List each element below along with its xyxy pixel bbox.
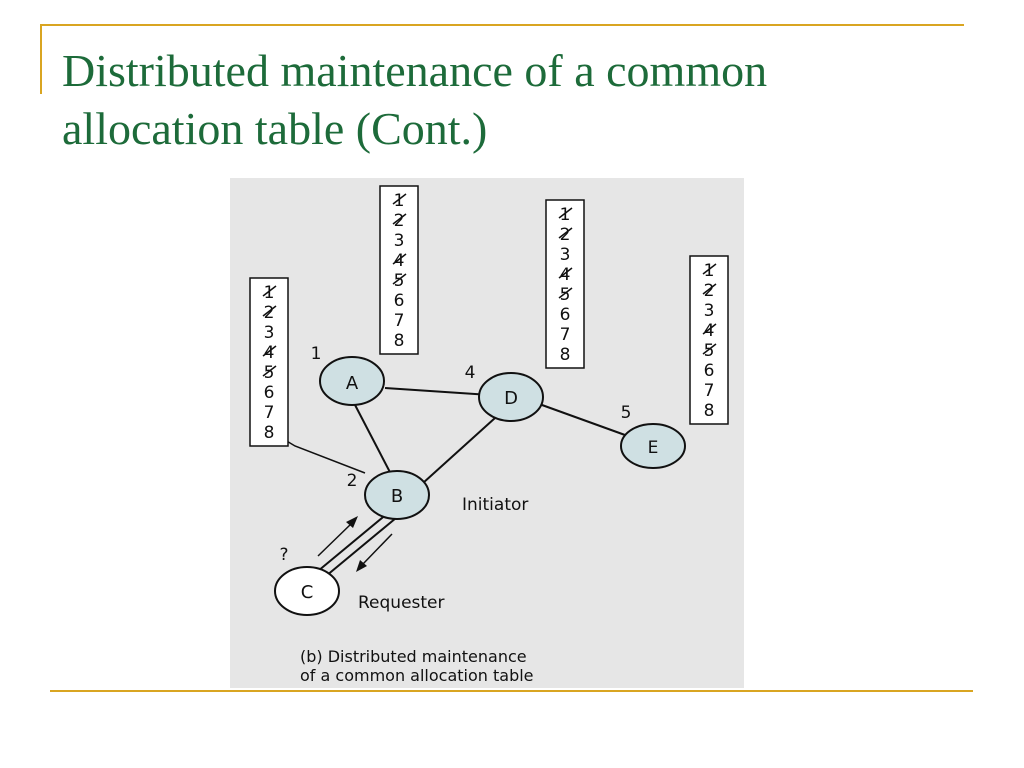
node-a: A 1	[311, 344, 385, 406]
table-entry: 4	[704, 321, 715, 341]
edge-b-c-1	[311, 512, 389, 577]
table-entry: 6	[560, 305, 571, 325]
table-entry: 4	[394, 251, 405, 271]
node-d: D 4	[465, 363, 544, 422]
node-b-number: 2	[347, 471, 358, 491]
top-rule	[40, 24, 964, 26]
edge-a-b	[353, 402, 394, 479]
node-e-number: 5	[621, 403, 632, 423]
table-entry: 3	[704, 301, 715, 321]
reply-arrowhead	[356, 560, 367, 572]
table-entry: 4	[560, 265, 571, 285]
strikeout-mark	[702, 323, 717, 335]
table-entry: 6	[264, 383, 275, 403]
table-entry: 2	[560, 225, 571, 245]
edge-d-b	[422, 417, 496, 484]
strikeout-mark	[392, 193, 407, 205]
table-entry: 3	[394, 231, 405, 251]
strikeout-mark	[558, 227, 573, 239]
table-entry: 7	[264, 403, 275, 423]
edge-a-d	[384, 387, 491, 396]
table-entry: 6	[704, 361, 715, 381]
initiator-label: Initiator	[462, 495, 528, 515]
table-entry: 8	[264, 423, 275, 443]
strikeout-mark	[262, 365, 277, 377]
table-entry: 1	[704, 261, 715, 281]
table-entry: 7	[394, 311, 405, 331]
node-a-label: A	[346, 373, 359, 394]
table-entry: 4	[264, 343, 275, 363]
table-entry: 8	[394, 331, 405, 351]
edge-d-e	[541, 404, 626, 436]
table-entry: 5	[704, 341, 715, 361]
caption-line-2: of a common allocation table	[300, 666, 534, 685]
requester-label: Requester	[358, 593, 445, 613]
strikeout-mark	[392, 273, 407, 285]
node-e-label: E	[648, 438, 659, 458]
slide-title: Distributed maintenance of a common allo…	[62, 42, 982, 158]
table-entry: 2	[264, 303, 275, 323]
strikeout-mark	[262, 285, 277, 297]
strikeout-mark	[702, 263, 717, 275]
table-entry: 8	[560, 345, 571, 365]
bottom-rule	[50, 690, 973, 692]
strikeout-mark	[702, 343, 717, 355]
table-entry: 2	[394, 211, 405, 231]
strikeout-mark	[702, 283, 717, 295]
table-entry: 3	[560, 245, 571, 265]
request-arrowhead	[346, 516, 358, 528]
table-entry: 7	[560, 325, 571, 345]
table-entry: 2	[704, 281, 715, 301]
table-entry: 5	[560, 285, 571, 305]
table-entry: 6	[394, 291, 405, 311]
strikeout-mark	[558, 207, 573, 219]
caption-line-1: (b) Distributed maintenance	[300, 647, 527, 666]
strikeout-mark	[558, 267, 573, 279]
table-entry: 3	[264, 323, 275, 343]
node-e: E 5	[620, 403, 686, 469]
node-b-label: B	[391, 486, 403, 507]
edge-b-c-2	[319, 517, 397, 582]
strikeout-mark	[392, 253, 407, 265]
strikeout-mark	[262, 345, 277, 357]
table-entry: 1	[264, 283, 275, 303]
node-d-label: D	[504, 388, 518, 409]
request-arrow-line	[317, 522, 353, 557]
table-entry: 1	[394, 191, 405, 211]
strikeout-mark	[262, 305, 277, 317]
strikeout-mark	[558, 287, 573, 299]
node-c: C ?	[274, 545, 340, 616]
node-a-number: 1	[311, 344, 322, 364]
table-entry: 8	[704, 401, 715, 421]
node-c-number: ?	[279, 545, 288, 565]
table-entry: 1	[560, 205, 571, 225]
node-b: B 2	[347, 470, 430, 520]
left-accent-rule	[40, 24, 42, 94]
reply-arrow-line	[361, 533, 393, 566]
node-d-number: 4	[465, 363, 476, 383]
title-line-1: Distributed maintenance of a common	[62, 45, 768, 96]
title-line-2: allocation table (Cont.)	[62, 103, 488, 154]
strikeout-mark	[392, 213, 407, 225]
node-c-label: C	[301, 582, 314, 603]
table-entry: 5	[394, 271, 405, 291]
table-entry: 5	[264, 363, 275, 383]
table-entry: 7	[704, 381, 715, 401]
